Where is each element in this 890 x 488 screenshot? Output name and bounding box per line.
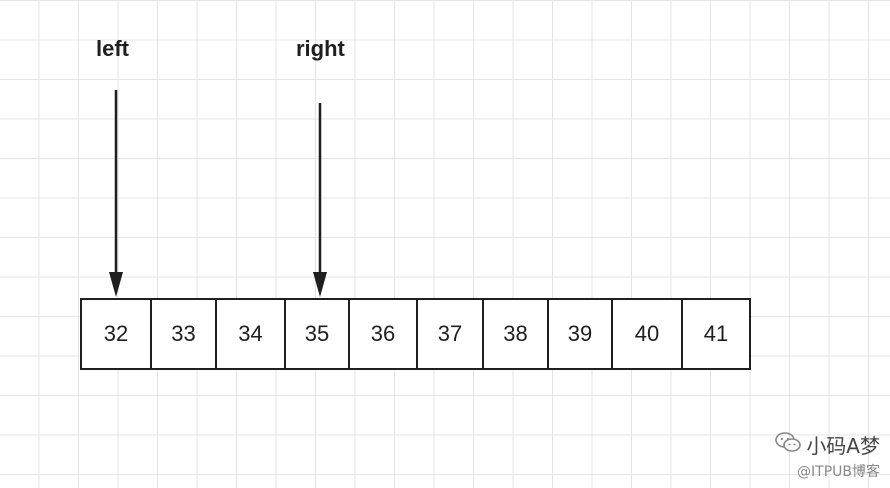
- array-cell: 41: [703, 321, 729, 346]
- right-pointer-arrow: [313, 103, 327, 297]
- array-cell: 39: [549, 300, 613, 368]
- array-cell: 35: [286, 300, 350, 368]
- left-pointer-label: left: [96, 36, 129, 61]
- wechat-icon: [774, 431, 802, 458]
- array-cell: 32: [82, 300, 152, 368]
- watermark-name: 小码A梦: [806, 434, 880, 458]
- array-cell: 34: [217, 300, 286, 368]
- right-pointer-label: right: [296, 36, 345, 61]
- array-cell: 40: [613, 300, 683, 368]
- array-cell: 36: [350, 300, 418, 368]
- array-cell: 38: [484, 300, 549, 368]
- watermark: 小码A梦 @ITPUB博客: [774, 430, 880, 481]
- array-cell: 33: [152, 300, 217, 368]
- watermark-source: @ITPUB博客: [797, 464, 880, 480]
- array-cell: 37: [418, 300, 484, 368]
- left-pointer-arrow: [109, 90, 123, 297]
